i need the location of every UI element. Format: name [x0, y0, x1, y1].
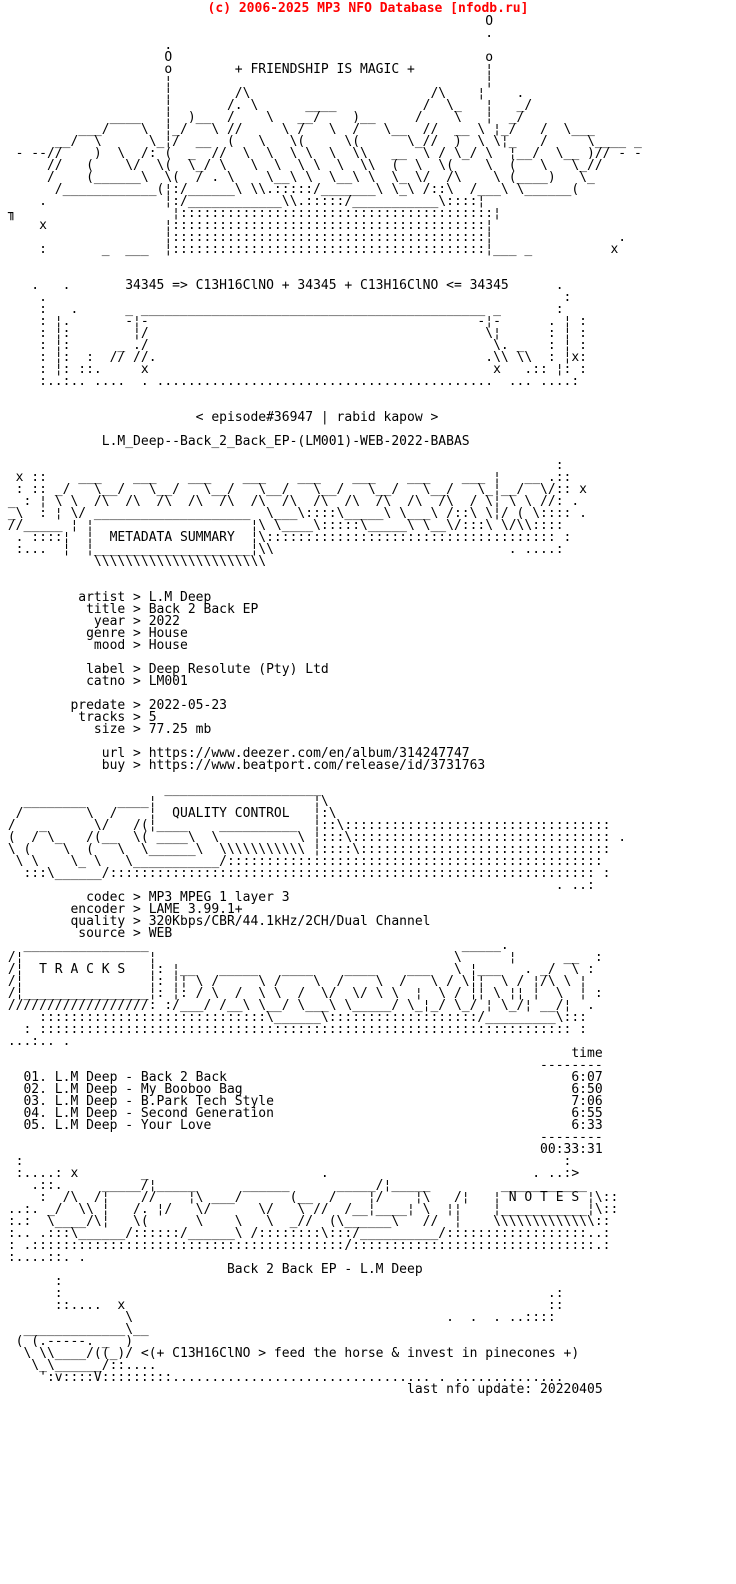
nfo-quality-fields: codec > MP3 MPEG 1 layer 3 encoder > LAM… — [70, 890, 431, 941]
nfo-bottom-art: : : .: ::.... x :: \ — [15, 1274, 580, 1385]
nfo-metadata-header-art: : x :: ___ ___ ___ ___ ___ ___ ___ ___ ¦… — [7, 458, 587, 569]
nfo-metadata-fields: artist > L.M Deep title > Back 2 Back EP… — [70, 590, 486, 773]
nfo-tracks-header-art: ________________ _____. /¦ ¦ \ ¦ __ : /¦… — [7, 938, 603, 1049]
site-copyright-header: (c) 2006-2025 MP3 NFO Database [nfodb.ru… — [207, 1, 529, 16]
nfo-track-list: time -------- 01. L.M Deep - Back 2 Back… — [23, 1046, 603, 1157]
nfo-album-note: Back 2 Back EP - L.M Deep — [226, 1262, 423, 1277]
nfo-notes-header-art: : : :....: x _ . . ..:> .::. _____/¦____… — [7, 1154, 619, 1265]
nfo-episode-line: < episode#36947 | rabid kapow > — [195, 410, 439, 425]
nfo-release-name: L.M_Deep--Back_2_Back_EP-(LM001)-WEB-202… — [101, 434, 470, 449]
nfo-quality-header-art: ____________________ ________ ____¦ ¦\ /… — [7, 782, 627, 893]
nfo-last-update: last nfo update: 20220405 — [0, 1382, 603, 1397]
nfo-top-art: O . . O o o + FRIENDSHIP IS M — [7, 14, 642, 389]
